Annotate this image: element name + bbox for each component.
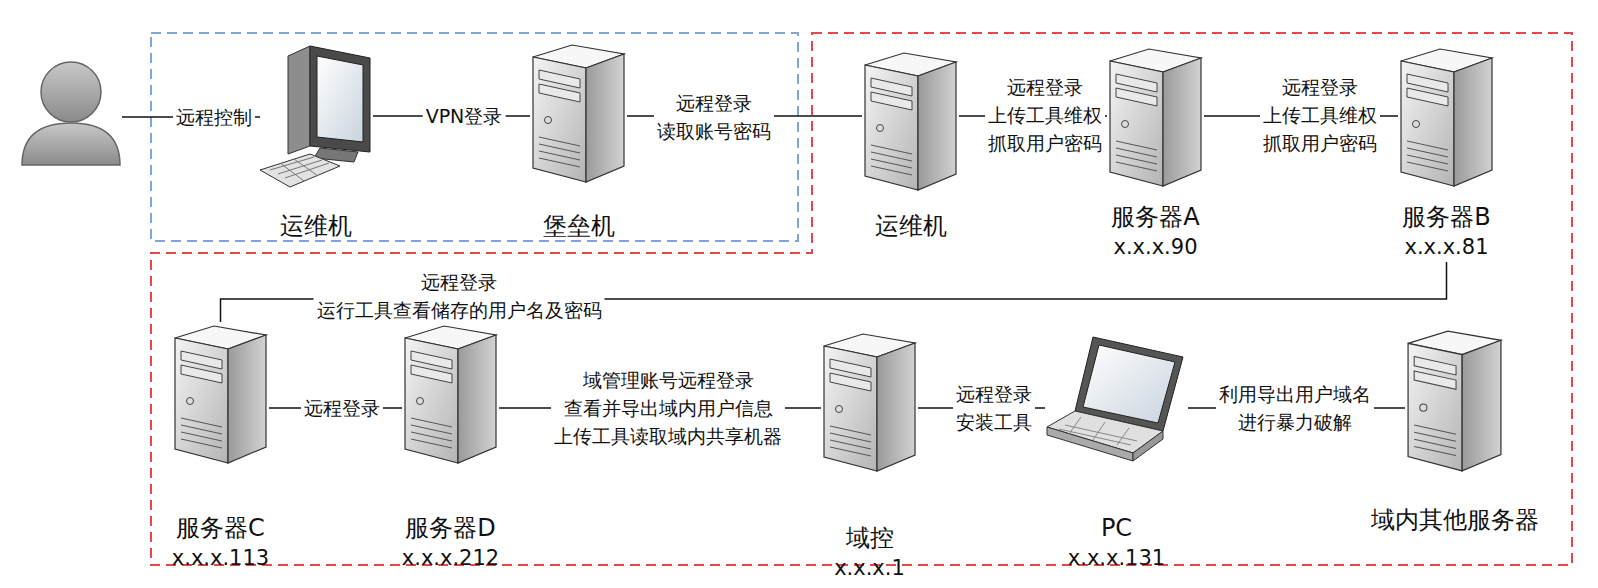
network-host: 服务器Cx.x.x.113 [172,322,269,573]
edge-label: 远程登录 读取账号密码 [654,89,774,145]
host-name: 运维机 [280,211,352,241]
host-icon [1405,326,1504,476]
edge-label: 远程登录 安装工具 [953,380,1035,436]
ip-address: x.x.x.90 [1113,232,1197,262]
edge-label: 远程登录 [301,394,383,422]
ip-address: x.x.x.1 [834,553,905,583]
host-icon [1107,46,1204,189]
host-name: 服务器A [1111,202,1199,232]
network-host: 运维机 [862,50,959,241]
ip-address: x.x.x.81 [1404,232,1488,262]
host-icon [172,322,269,467]
host-name: 域内其他服务器 [1371,505,1539,535]
person-body [22,123,120,165]
network-host: 域控x.x.x.1 [821,331,918,583]
host-icon [402,322,499,467]
host-name: 服务器D [405,513,495,543]
ip-address: x.x.x.113 [172,543,269,573]
person-head [41,62,101,122]
edge-label: 域管理账号远程登录 查看并导出域内用户信息 上传工具读取域内共享机器 [551,366,785,450]
network-host: 服务器Ax.x.x.90 [1107,46,1204,262]
network-host: PCx.x.x.131 [1045,331,1188,573]
line-label: 远程控制 [173,103,255,131]
network-host: 域内其他服务器 [1405,326,1504,535]
host-name: 堡垒机 [543,211,615,241]
host-name: 服务器B [1402,202,1490,232]
network-host: 运维机 [258,42,373,241]
host-name: 域控 [846,523,894,553]
edge-label: 远程登录 上传工具维权 抓取用户密码 [985,73,1105,157]
edge-label: VPN登录 [423,102,506,130]
host-icon [821,331,918,474]
edge-label: 远程登录 运行工具查看储存的用户名及密码 [314,268,605,324]
host-icon [862,50,959,193]
edge-label: 利用导出用户域名 进行暴力破解 [1216,380,1374,436]
host-name: 服务器C [176,513,265,543]
network-host: 堡垒机 [530,42,627,241]
edge-label: 远程登录 上传工具维权 抓取用户密码 [1260,73,1380,157]
ip-address: x.x.x.131 [1068,543,1165,573]
host-icon [1045,331,1188,479]
group-outline [151,33,798,241]
network-host: 服务器Bx.x.x.81 [1398,46,1495,262]
host-name: PC [1101,513,1132,543]
host-icon [530,42,627,185]
group-outline [151,33,1572,565]
network-host: 服务器Dx.x.x.212 [402,322,499,573]
ip-address: x.x.x.212 [402,543,499,573]
host-icon [1398,46,1495,189]
host-name: 运维机 [875,211,947,241]
host-icon [258,42,373,192]
